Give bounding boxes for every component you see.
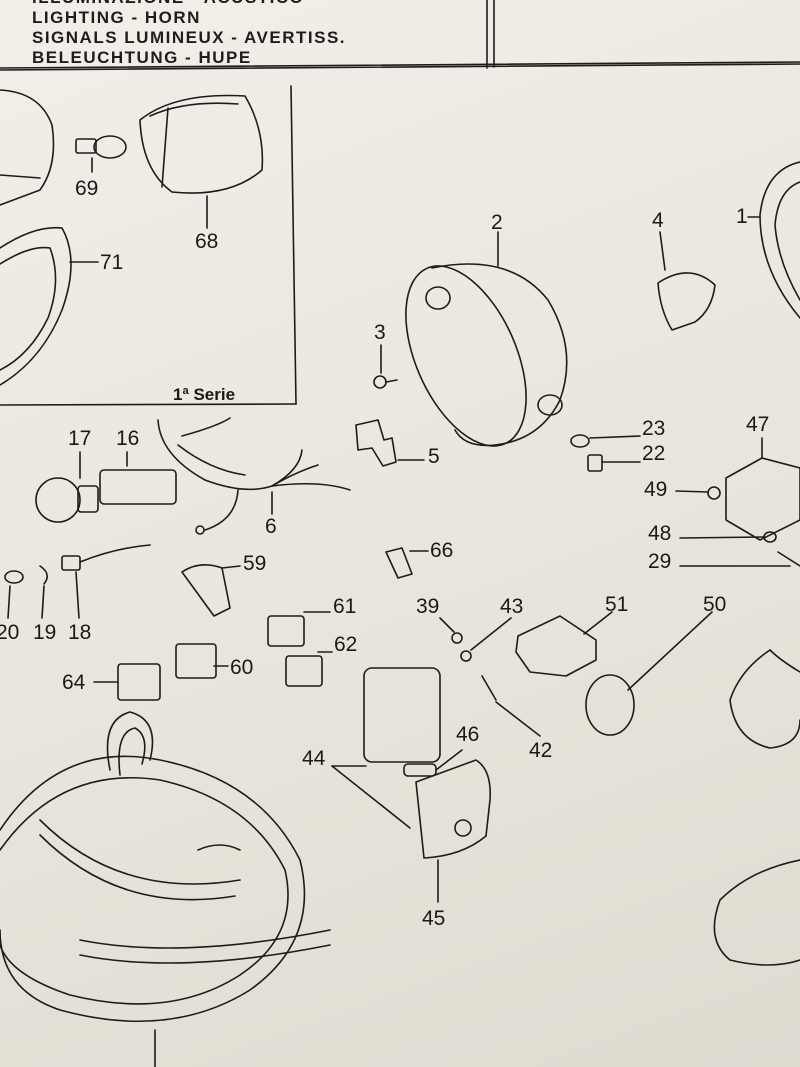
part-62-connector [285,651,333,687]
callout-69: 69 [75,177,99,200]
part-50-horn [585,611,713,736]
callout-47: 47 [746,413,770,436]
part-44-regulator [331,667,441,829]
header-line-english: LIGHTING - HORN [32,8,201,27]
callout-2: 2 [491,211,503,234]
part-51-horn-body [515,611,613,677]
part-46-fuse [403,749,463,777]
part-69-bulb [75,135,127,173]
part-16-bulb-holder [99,451,177,505]
part-66-clip [385,547,429,579]
part-64-connector [93,663,161,701]
callout-71: 71 [100,251,124,274]
callout-62: 62 [334,633,358,656]
header-line-german: BELEUCHTUNG - HUPE [32,48,252,67]
callout-64: 64 [62,671,86,694]
callout-29: 29 [648,550,672,573]
part-60-connector [175,643,229,679]
part-42-screw [481,675,541,737]
callout-5: 5 [428,445,440,468]
part-5-bracket [355,419,425,467]
callout-46: 46 [456,723,480,746]
header-frame [0,0,800,71]
part-68-lamp-housing [139,94,264,229]
part-3-screw [373,344,398,389]
part-45-cover [415,759,492,903]
callout-50: 50 [703,593,727,616]
part-43-washer [460,617,512,662]
callout-19: 19 [33,621,57,644]
callout-60: 60 [230,656,254,679]
callout-49: 49 [644,478,668,501]
part-48-washer [679,531,777,543]
callout-66: 66 [430,539,454,562]
part-47-relay [725,437,800,541]
part-29-screw [679,551,800,567]
part-right-wire-loop [729,649,800,749]
part-23-washer [570,434,641,448]
part-22-bolt [587,454,641,472]
part-left-lamp-edge [0,89,55,206]
part-right-lamp-cap [713,859,800,966]
callout-4: 4 [652,209,664,232]
part-2-headlamp-shell [405,231,568,447]
callout-18: 18 [68,621,92,644]
header-line-italian: ILLUMINAZIONE - ACUSTICO [32,0,304,8]
callout-44: 44 [302,747,326,770]
part-20-small-bulb [4,570,24,619]
part-39-nut [439,617,463,644]
part-1-headlamp-lens [747,161,800,319]
callout-23: 23 [642,417,666,440]
callout-43: 43 [500,595,524,618]
callout-59: 59 [243,552,267,575]
callout-1: 1 [736,205,748,228]
part-19-spring [39,565,48,619]
callout-45: 45 [422,907,446,930]
callout-51: 51 [605,593,629,616]
part-17-bulb [35,451,99,523]
callout-61: 61 [333,595,357,618]
callout-16: 16 [116,427,140,450]
inset-box-first-series [0,85,297,406]
part-18-lead [61,544,151,619]
callout-39: 39 [416,595,440,618]
part-49-nut [675,486,721,500]
callout-22: 22 [642,442,666,465]
callout-48: 48 [648,522,672,545]
callout-6: 6 [265,515,277,538]
part-61-connector [267,611,331,647]
part-71-rim [0,226,99,386]
inset-caption: 1ª Serie [173,385,236,404]
wiring-harness [0,711,331,1067]
callout-20: 20 [0,621,20,644]
callout-42: 42 [529,739,553,762]
part-59-plug-cap [181,564,241,617]
callout-3: 3 [374,321,386,344]
callout-68: 68 [195,230,219,253]
callout-17: 17 [68,427,92,450]
part-4-grommet [657,231,716,331]
header-line-french: SIGNALS LUMINEUX - AVERTISS. [32,28,347,47]
part-6-wiring [157,417,351,535]
